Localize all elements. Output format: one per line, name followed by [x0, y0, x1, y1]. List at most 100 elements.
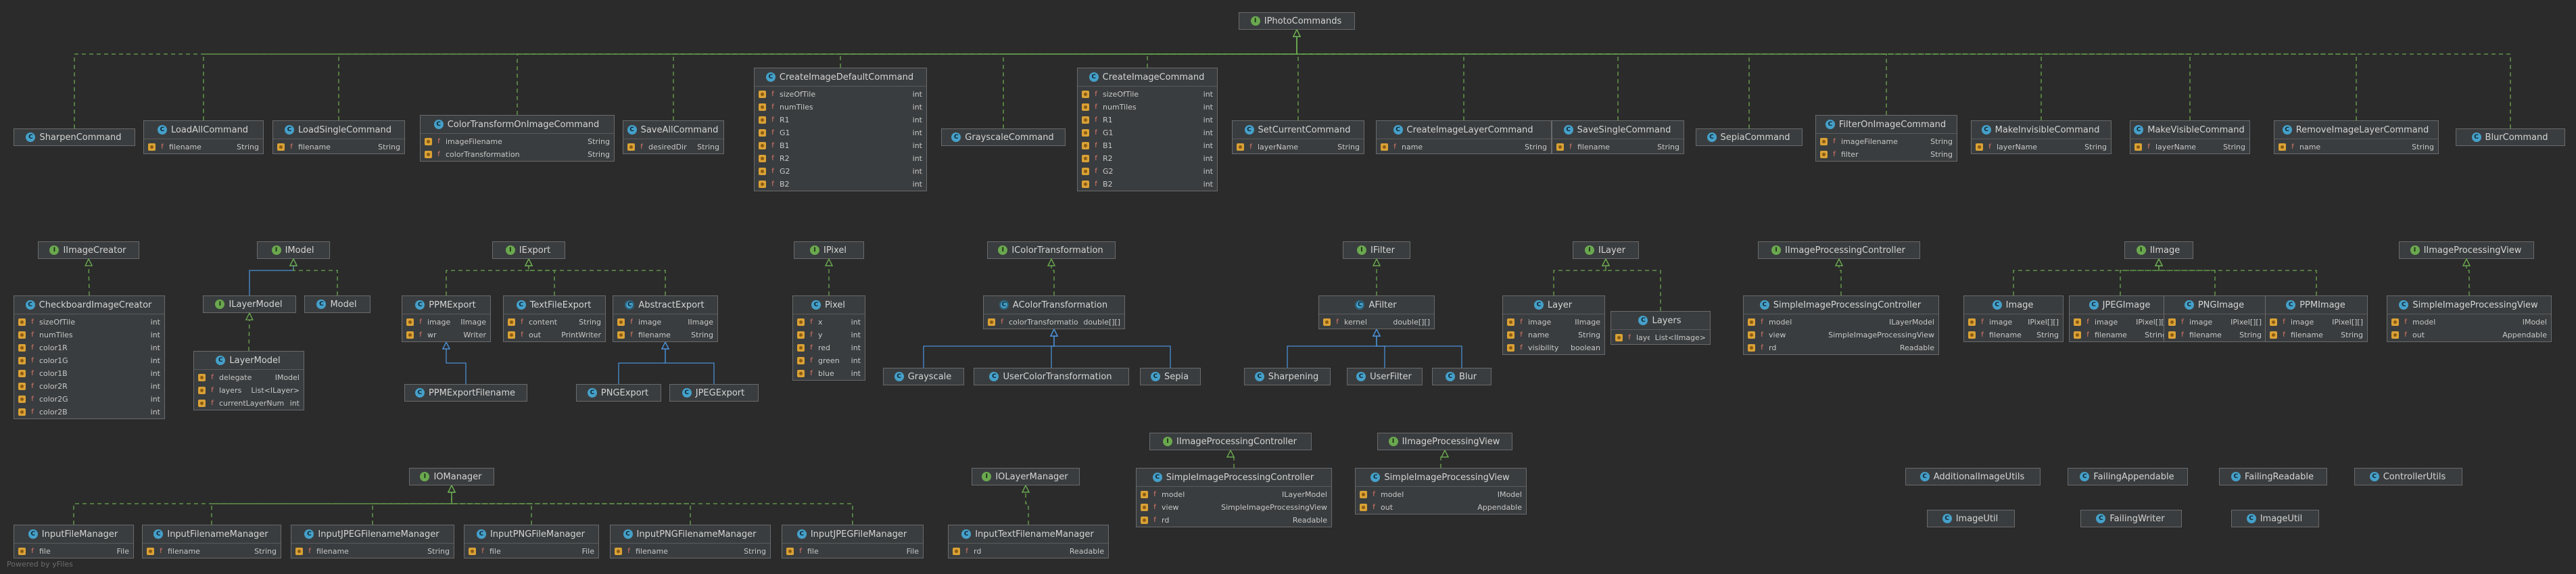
field-name: layers: [1636, 333, 1650, 342]
final-modifier: f: [627, 548, 630, 555]
edge-layers-to-i-layer: [1606, 259, 1661, 311]
interface-icon: I: [1388, 437, 1398, 446]
field-name: green: [818, 356, 840, 365]
node-title: RemoveImageLayerCommand: [2295, 124, 2429, 135]
edge-create-image-command-to-i-photo-commands: [1147, 30, 1297, 68]
node-title: IOLayerManager: [995, 471, 1068, 482]
field-name: currentLayerNum: [219, 399, 285, 408]
field-type: String: [1525, 143, 1547, 151]
class-icon: C: [623, 529, 633, 539]
field-name: visibility: [1528, 343, 1559, 352]
field-type: IPixel[][]: [2028, 318, 2059, 327]
uml-node-layers[interactable]: CLayersflayersList<IImage>: [1611, 311, 1711, 345]
field-name: colorTransformation: [446, 150, 520, 159]
edge-sepia-to-a-color-transformation: [1054, 329, 1171, 368]
class-icon: C: [433, 120, 444, 129]
private-field-icon: [1507, 318, 1514, 326]
field-type: int: [150, 369, 160, 378]
final-modifier: f: [1520, 318, 1523, 326]
field-type: int: [912, 103, 922, 112]
field-name: filter: [1841, 150, 1859, 159]
